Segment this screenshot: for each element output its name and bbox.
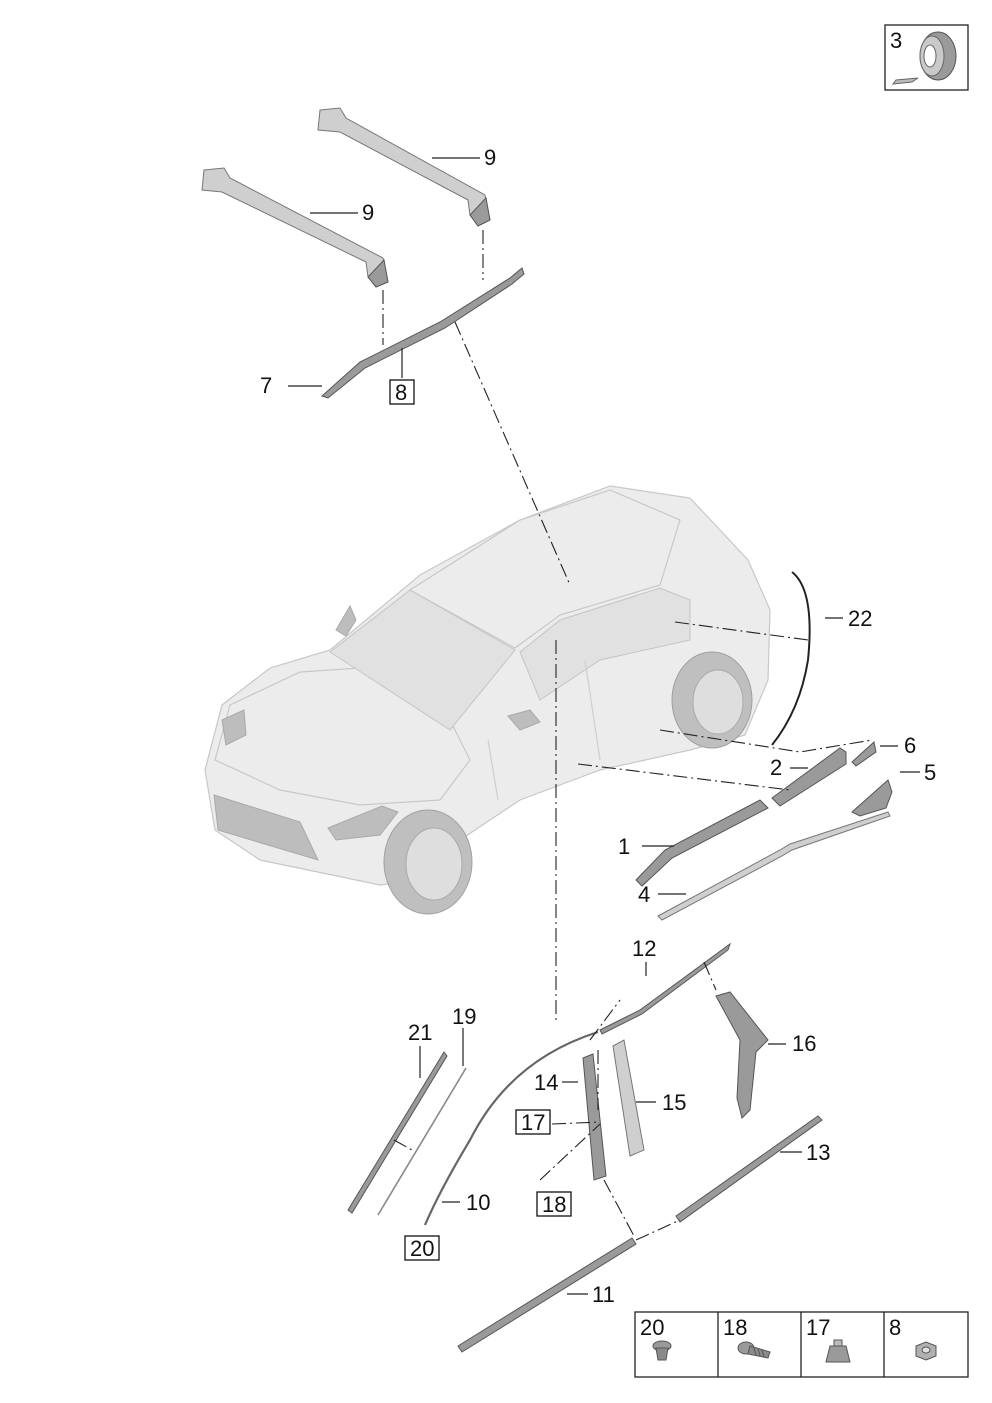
quarter-trim <box>851 741 877 767</box>
callout-17: 17 <box>521 1110 545 1135</box>
callout-18-boxed: 18 <box>536 1191 572 1217</box>
sill-strip <box>657 811 891 921</box>
callout-16: 16 <box>792 1031 816 1056</box>
inset-part-3: 3 <box>884 24 969 91</box>
car-illustration <box>204 485 771 915</box>
window-frame-seal <box>423 1030 599 1226</box>
callout-20: 20 <box>410 1236 434 1261</box>
callout-13: 13 <box>806 1140 830 1165</box>
association-lines <box>382 230 873 1241</box>
callout-17-boxed: 17 <box>515 1109 551 1135</box>
legend-number-8: 8 <box>889 1315 901 1340</box>
callout-12: 12 <box>632 936 656 961</box>
roof-side-rail <box>321 267 525 399</box>
callout-22: 22 <box>848 606 872 631</box>
callout-9-front: 9 <box>362 200 374 225</box>
grommet-icon <box>825 1339 851 1363</box>
callout-1: 1 <box>618 834 630 859</box>
small-parts-legend: 20 18 17 8 <box>634 1311 969 1378</box>
roof-crossbar-front <box>201 167 389 288</box>
window-seal-inner <box>377 1067 467 1216</box>
door-trim-rear <box>771 747 847 807</box>
window-seal-outer <box>347 1051 448 1214</box>
inset-number: 3 <box>890 28 902 53</box>
roof-crossbar-rear <box>317 107 491 227</box>
nut-icon <box>915 1341 937 1361</box>
callout-14: 14 <box>534 1070 558 1095</box>
legend-number-17: 17 <box>806 1315 830 1340</box>
callout-8-boxed: 8 <box>389 379 415 405</box>
callout-6: 6 <box>904 733 916 758</box>
tape-roll-icon <box>891 31 957 85</box>
rear-window-strip <box>771 571 811 746</box>
belt-line-front <box>457 1237 637 1353</box>
callout-20-boxed: 20 <box>404 1235 440 1261</box>
clip-icon <box>652 1340 672 1361</box>
callout-9-rear: 9 <box>484 145 496 170</box>
screw-icon <box>737 1341 771 1359</box>
legend-number-20: 20 <box>640 1315 664 1340</box>
leader-lines <box>288 157 920 1295</box>
c-pillar-trim <box>612 1039 645 1157</box>
callout-10: 10 <box>466 1190 490 1215</box>
rear-trim <box>851 779 893 817</box>
callout-5: 5 <box>924 760 936 785</box>
b-pillar-trim <box>582 1053 607 1181</box>
door-trim-front <box>635 799 769 887</box>
callout-7: 7 <box>260 373 272 398</box>
callout-8: 8 <box>395 380 407 405</box>
callout-19: 19 <box>452 1004 476 1029</box>
callout-21: 21 <box>408 1020 432 1045</box>
legend-number-18: 18 <box>723 1315 747 1340</box>
callout-2: 2 <box>770 755 782 780</box>
belt-line-rear <box>675 1115 823 1223</box>
callout-18: 18 <box>542 1192 566 1217</box>
callout-labels: 9 9 7 8 22 6 2 5 1 4 12 21 19 14 15 16 1… <box>260 145 936 1307</box>
window-trim-upper <box>599 942 731 1035</box>
callout-15: 15 <box>662 1090 686 1115</box>
callout-4: 4 <box>638 882 650 907</box>
a-pillar-bracket <box>715 991 769 1119</box>
callout-11: 11 <box>592 1282 615 1307</box>
